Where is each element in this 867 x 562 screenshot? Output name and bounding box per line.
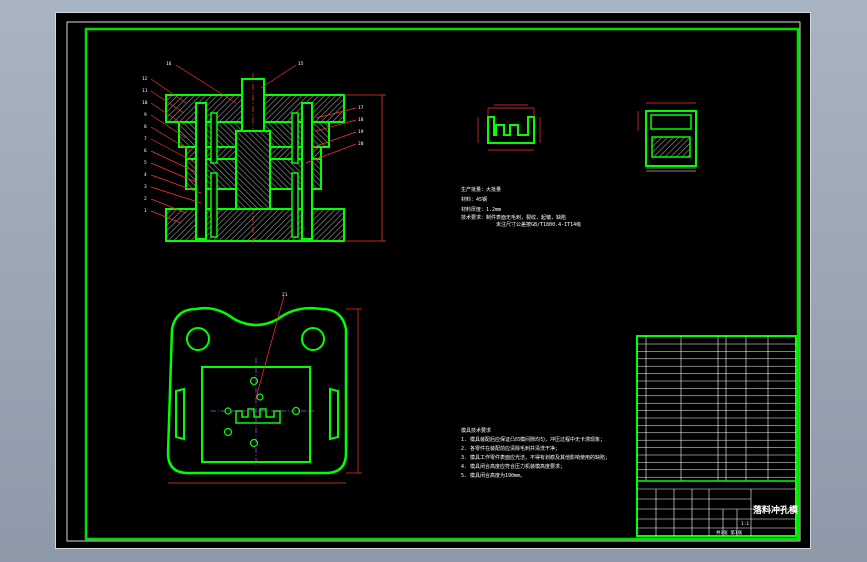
bill-of-materials[interactable] [636, 335, 797, 537]
drawing-scale: 1:1 [741, 521, 749, 527]
part-label-left-5: 8 [144, 124, 147, 130]
cad-drawing-canvas[interactable]: 12 11 10 9 8 7 6 5 4 3 2 1 16 15 17 18 1… [56, 13, 812, 550]
part-label-left-4: 9 [144, 112, 147, 118]
part-label-left-7: 6 [144, 148, 147, 154]
part-label-top-2: 15 [298, 61, 304, 67]
requirement-5: 5. 模具闭合高度为190mm。 [461, 472, 525, 479]
plan-view[interactable]: 21 [166, 292, 362, 484]
process-note-5: 未注尺寸公差按GB/T1800.4-IT14级 [496, 221, 581, 228]
drawing-border-inner [84, 27, 800, 541]
part-label-left-10: 3 [144, 184, 147, 190]
part-label-left-8: 5 [144, 160, 147, 166]
part-label-left-12: 1 [144, 208, 147, 214]
process-note-2: 材料：45钢 [461, 196, 487, 203]
part-label-left-1: 12 [142, 76, 148, 82]
part-label-left-3: 10 [142, 100, 148, 106]
drawing-viewport[interactable]: 12 11 10 9 8 7 6 5 4 3 2 1 16 15 17 18 1… [55, 12, 811, 549]
process-note-1: 生产批量：大批量 [461, 186, 501, 193]
requirement-2: 2. 各零件在装配前应清除毛刺并清洗干净； [461, 445, 560, 452]
part-label-right-4: 20 [358, 141, 364, 147]
part-label-left-2: 11 [142, 88, 148, 94]
part-number-labels: 12 11 10 9 8 7 6 5 4 3 2 1 16 15 17 18 1… [142, 61, 364, 214]
strip-layout-view[interactable] [637, 102, 697, 172]
process-notes: 生产批量：大批量 材料：45钢 材料厚度：1.2mm 技术要求：制件表面无毛刺，… [461, 186, 581, 228]
requirement-4: 4. 模具闭合高度应符合压力机装模高度要求； [461, 463, 565, 470]
part-label-right-2: 18 [358, 117, 364, 123]
part-label-top-1: 16 [166, 61, 172, 67]
drawing-border-outer [66, 21, 801, 542]
plan-view-callout: 21 [282, 292, 288, 298]
part-label-right-3: 19 [358, 129, 364, 135]
requirement-1: 1. 模具装配后应保证凸凹模间隙均匀，冲压过程中无卡滞现象； [461, 436, 605, 443]
process-note-4: 技术要求：制件表面无毛刺，裂纹，起皱，缺陷 [461, 214, 566, 221]
section-view[interactable]: 12 11 10 9 8 7 6 5 4 3 2 1 16 15 17 18 1… [142, 61, 386, 243]
process-note-3: 材料厚度：1.2mm [461, 206, 501, 213]
title-block[interactable]: 落料冲孔模 1:1 共1张 第1张 [637, 480, 799, 536]
sheet-number: 共1张 第1张 [716, 529, 743, 536]
part-label-left-11: 2 [144, 196, 147, 202]
part-label-right-1: 17 [358, 105, 364, 111]
part-label-left-6: 7 [144, 136, 147, 142]
part-profile-view[interactable] [477, 104, 541, 151]
drawing-title: 落料冲孔模 [753, 504, 799, 516]
requirement-heading: 模具技术要求 [461, 427, 491, 434]
part-label-left-9: 4 [144, 172, 147, 178]
assembly-requirements: 模具技术要求 1. 模具装配后应保证凸凹模间隙均匀，冲压过程中无卡滞现象； 2.… [461, 427, 610, 479]
requirement-3: 3. 模具工作零件表面应光洁，不得有划痕及其他影响使用的缺陷； [461, 454, 610, 461]
